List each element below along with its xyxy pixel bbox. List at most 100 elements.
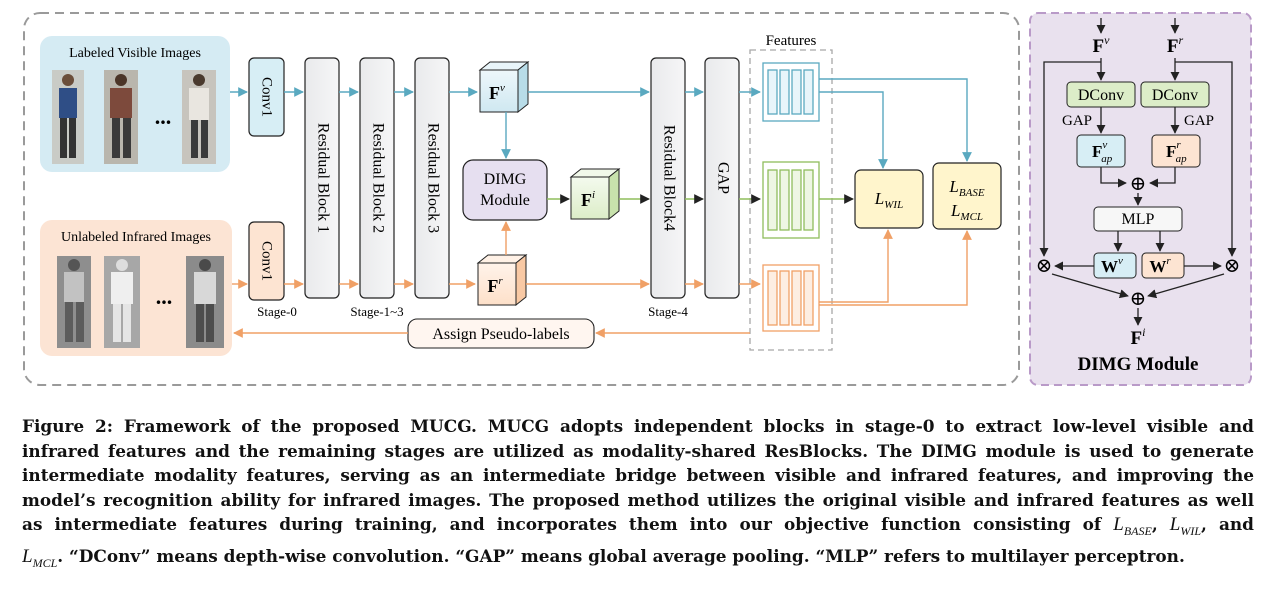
svg-text:Wr: Wr	[1149, 255, 1171, 276]
dimg-panel-title: DIMG Module	[1078, 354, 1199, 375]
assign-pseudo-labels-label: Assign Pseudo-labels	[432, 326, 569, 343]
caption-math-lwil: LWIL	[1169, 514, 1202, 539]
caption-math-lmcl: LMCL	[22, 545, 58, 570]
gap-right-label: GAP	[1184, 113, 1214, 129]
conv1-infrared-label: Conv1	[259, 241, 275, 281]
fap-r-box	[1151, 134, 1201, 168]
feature-i-base: F	[581, 190, 592, 210]
residual-block-1	[304, 57, 340, 299]
infrared-panel-label: Unlabeled Infrared Images	[61, 230, 211, 245]
mlp-box	[1093, 206, 1183, 232]
caption-line-5-text: as intermediate features during training…	[22, 514, 1102, 535]
infrared-flow-arrows	[232, 221, 972, 338]
dimg-module-line1: DIMG	[484, 171, 527, 188]
feature-cube-v: Fv	[478, 60, 530, 114]
features-group	[749, 49, 833, 351]
mlp-label: MLP	[1122, 211, 1155, 228]
caption-line-2: infrared features and the remaining stag…	[22, 440, 1254, 461]
visible-ellipsis: ...	[155, 104, 172, 129]
w-v-sup: v	[1118, 255, 1123, 267]
fap-v-sup: v	[1102, 139, 1107, 151]
main-frame	[23, 12, 1020, 386]
dconv-left-label: DConv	[1078, 87, 1124, 104]
residual-block-2	[359, 57, 395, 299]
svg-text:Fr: Fr	[1167, 33, 1184, 57]
w-r-base: W	[1149, 257, 1166, 276]
residual-block-3-label: Residual Block 3	[424, 123, 441, 233]
feature-cube-r: Fr	[476, 253, 528, 307]
fap-r-sup: r	[1176, 139, 1181, 151]
caption-sep-2: , and	[1201, 514, 1254, 535]
dimg-input-v-base: F	[1093, 36, 1105, 57]
loss-base-base: L	[948, 177, 958, 196]
residual-block-1-label: Residual Block 1	[314, 123, 331, 233]
multiply-left-icon: ⊗	[1036, 255, 1053, 277]
caption-line-6: LMCL. “DConv” means depth-wise convoluti…	[22, 544, 1254, 575]
svg-text:Fv: Fv	[489, 82, 505, 103]
feature-cube-i: Fi	[569, 167, 621, 221]
fap-r-base: F	[1166, 142, 1176, 161]
feature-vector-v	[762, 62, 820, 122]
stage-4-label: Stage-4	[648, 304, 688, 319]
residual-block-4	[650, 57, 686, 299]
dimg-panel-arrows	[1039, 18, 1237, 326]
dconv-right-label: DConv	[1152, 87, 1198, 104]
visible-person-images	[52, 70, 216, 164]
dimg-output-sup: i	[1142, 325, 1145, 339]
figure-caption: Figure 2: Framework of the proposed MUCG…	[22, 414, 1254, 575]
dimg-plus-icon: ⊕	[1130, 173, 1147, 195]
gap-block	[704, 57, 740, 299]
visible-flow-arrows	[230, 78, 972, 169]
feature-r-base: F	[487, 276, 498, 296]
caption-line-5: as intermediate features during training…	[22, 512, 1254, 543]
infrared-ellipsis: ...	[156, 284, 173, 309]
features-title: Features	[766, 33, 817, 49]
loss-wil-sub: WIL	[884, 199, 903, 211]
visible-panel-label: Labeled Visible Images	[69, 46, 201, 61]
gap-left-label: GAP	[1062, 113, 1092, 129]
fap-v-base: F	[1092, 142, 1102, 161]
svg-text:Wv: Wv	[1101, 255, 1123, 276]
dimg-output-base: F	[1131, 328, 1143, 349]
loss-base-mcl-box	[932, 162, 1002, 230]
loss-mcl-sub: MCL	[959, 211, 983, 223]
dimg-module-line2: Module	[480, 192, 530, 209]
gap-block-label: GAP	[714, 162, 731, 194]
framework-diagram: Labeled Visible Images ... Unlabeled Inf…	[23, 12, 1252, 386]
conv1-visible-block	[248, 57, 285, 137]
dimg-input-r-sup: r	[1178, 33, 1183, 47]
feature-i-sup: i	[592, 189, 595, 201]
svg-text:Fi: Fi	[1131, 325, 1146, 349]
stage-1-3-label: Stage-1~3	[350, 304, 403, 319]
feature-r-sup: r	[498, 275, 503, 287]
caption-math-lbase: LBASE	[1113, 514, 1152, 539]
svg-text:LWIL: LWIL	[874, 189, 903, 211]
feature-v-base: F	[489, 83, 500, 103]
loss-wil-box	[854, 169, 924, 229]
feature-v-sup: v	[500, 82, 505, 94]
feature-vector-r	[762, 264, 820, 332]
stage-0-label: Stage-0	[257, 304, 297, 319]
feature-vector-i	[762, 161, 820, 239]
svg-text:Fi: Fi	[581, 189, 595, 210]
svg-text:Fr: Fr	[487, 275, 503, 296]
caption-sep-1: ,	[1151, 514, 1170, 535]
caption-line-4: model’s recognition ability for infrared…	[22, 489, 1254, 510]
fap-r-sub: ap	[1176, 153, 1188, 165]
loss-mcl-base: L	[950, 201, 960, 220]
dimg-input-r-base: F	[1167, 36, 1179, 57]
fap-v-sub: ap	[1101, 153, 1113, 165]
conv1-visible-label: Conv1	[259, 77, 275, 117]
multiply-right-icon: ⊗	[1224, 255, 1241, 277]
caption-line-3: intermediate modality features, serving …	[22, 465, 1254, 486]
w-r-sup: r	[1166, 255, 1171, 267]
caption-line-1: Figure 2: Framework of the proposed MUCG…	[22, 416, 1254, 436]
loss-wil-base: L	[874, 189, 884, 208]
residual-block-4-label: Residual Block4	[660, 125, 677, 231]
dimg-module-box	[462, 159, 548, 221]
residual-block-3	[414, 57, 450, 299]
dimg-input-v-sup: v	[1104, 33, 1110, 47]
infrared-person-images	[57, 256, 224, 348]
